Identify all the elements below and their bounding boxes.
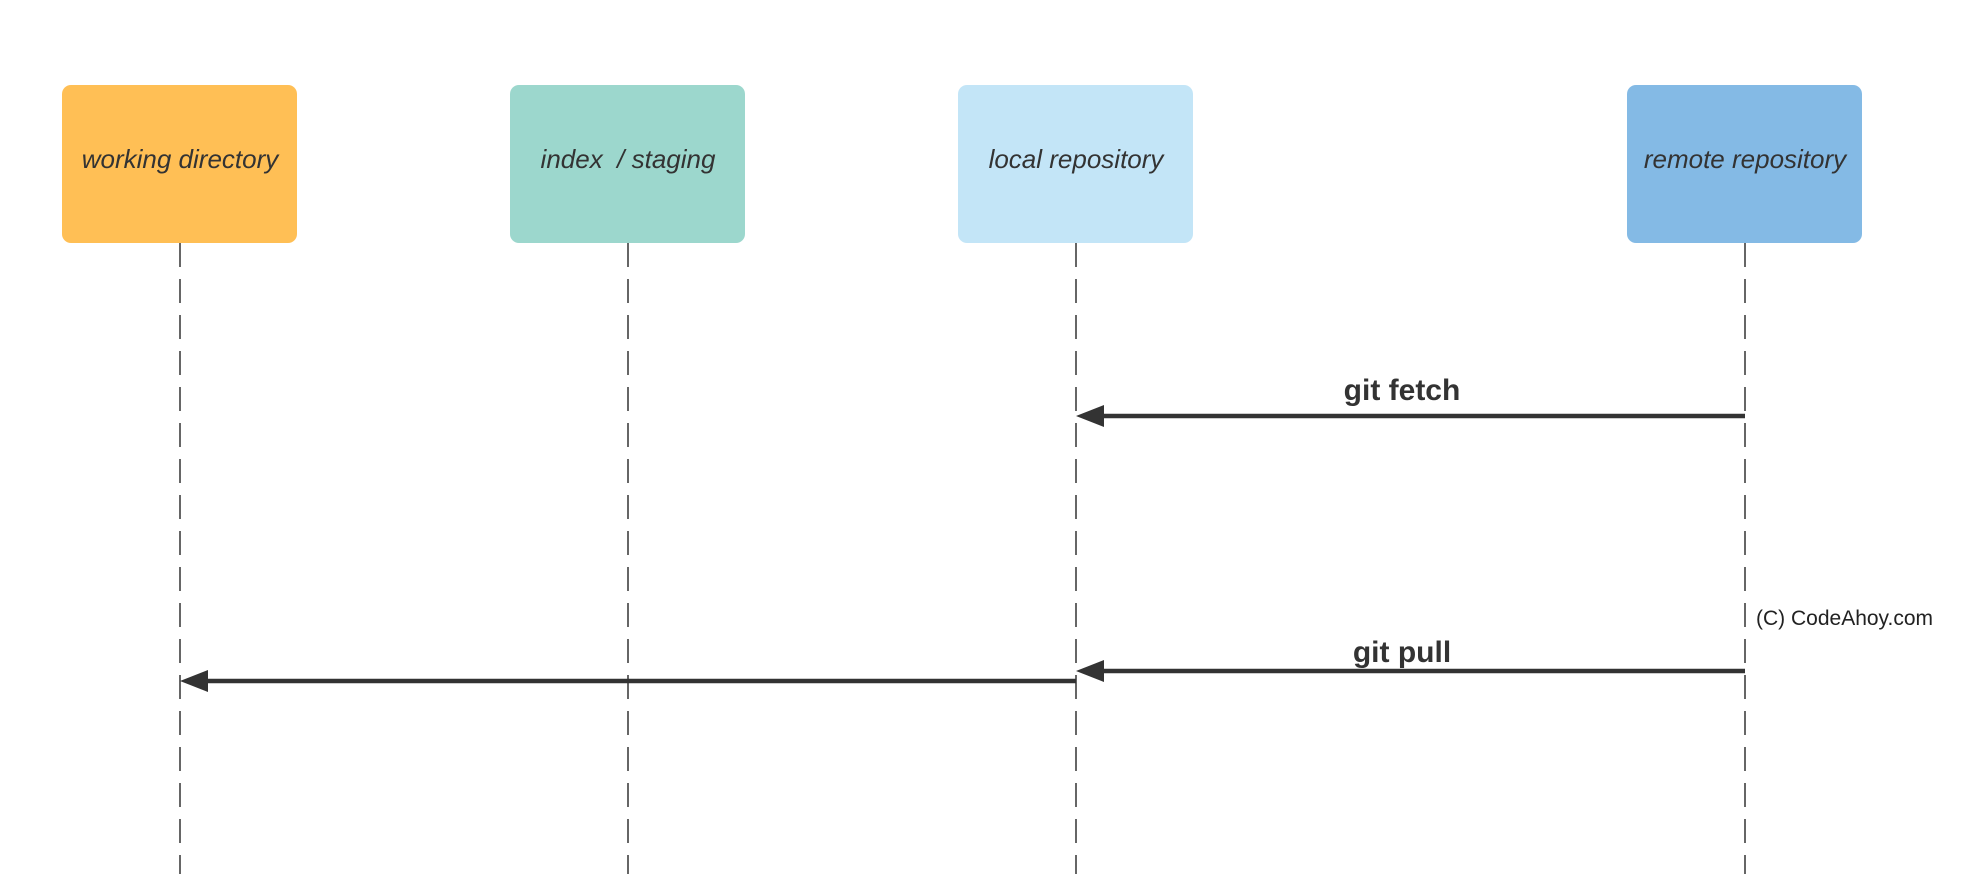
message-git-pull-merge [180,670,1076,692]
credit-text: (C) CodeAhoy.com [1756,607,1933,630]
actor-box-index-staging [510,85,745,243]
actor-remote-repository[interactable]: remote repository [1627,85,1862,243]
actor-label-index-staging: index / staging [541,144,716,174]
actor-box-remote-repository [1627,85,1862,243]
arrowhead-git-pull [1076,660,1104,682]
message-git-fetch: git fetch [1076,374,1745,427]
actor-label-remote-repository: remote repository [1644,144,1848,174]
actor-label-working-directory: working directory [82,144,281,174]
actor-index-staging[interactable]: index / staging [510,85,745,243]
lifelines [179,243,1746,874]
message-label-git-fetch: git fetch [1344,374,1461,407]
actor-local-repository[interactable]: local repository [958,85,1193,243]
message-git-pull: git pull [1076,636,1745,682]
arrowhead-git-pull-merge [180,670,208,692]
message-label-git-pull: git pull [1353,636,1451,669]
actor-box-local-repository [958,85,1193,243]
arrowhead-git-fetch [1076,405,1104,427]
actor-label-local-repository: local repository [989,144,1166,174]
actor-working-directory[interactable]: working directory [62,85,297,243]
actor-box-working-directory [62,85,297,243]
